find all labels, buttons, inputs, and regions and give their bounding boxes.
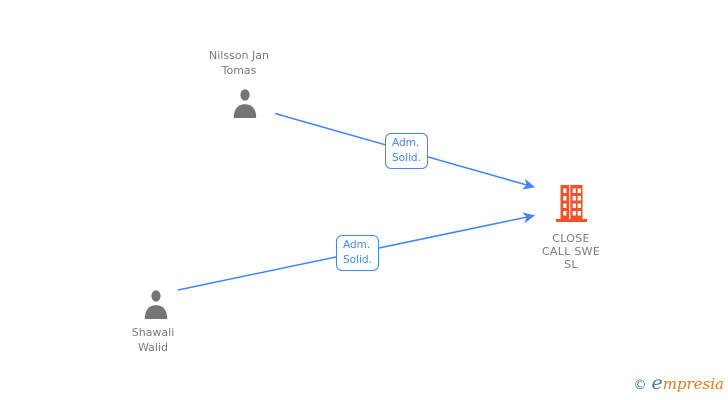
edge-label-line: Adm. xyxy=(343,239,371,251)
brand-initial: e xyxy=(651,372,663,394)
edge-label-line: Solid. xyxy=(392,152,421,164)
empresia-logo[interactable]: © empresia xyxy=(633,372,724,394)
person-name-line: Shawali xyxy=(131,326,175,339)
company-name-line: CALL SWE xyxy=(541,245,601,258)
edge-label-line: Solid. xyxy=(343,254,372,266)
edge-label-adm-solid: Adm. Solid. xyxy=(336,235,379,271)
person-icon[interactable] xyxy=(232,88,258,118)
person-name-shawali-walid: Shawali Walid xyxy=(93,325,213,355)
brand-rest: mpresia xyxy=(662,375,724,393)
company-name-line: CLOSE xyxy=(552,232,590,245)
copyright-icon: © xyxy=(633,378,647,393)
person-name-nilsson-jan-tomas: Nilsson Jan Tomas xyxy=(169,48,309,78)
building-icon[interactable] xyxy=(556,185,587,222)
person-name-line: Tomas xyxy=(221,64,257,77)
person-name-line: Walid xyxy=(137,341,168,354)
company-name-line: SL xyxy=(564,258,578,271)
edge-label-adm-solid: Adm. Solid. xyxy=(385,133,428,169)
person-icon[interactable] xyxy=(143,289,169,319)
edge-label-line: Adm. xyxy=(392,137,420,149)
person-name-line: Nilsson Jan xyxy=(209,49,269,62)
brand-wordmark: empresia xyxy=(651,372,724,394)
company-name-close-call-swe-sl: CLOSE CALL SWE SL xyxy=(511,232,631,271)
